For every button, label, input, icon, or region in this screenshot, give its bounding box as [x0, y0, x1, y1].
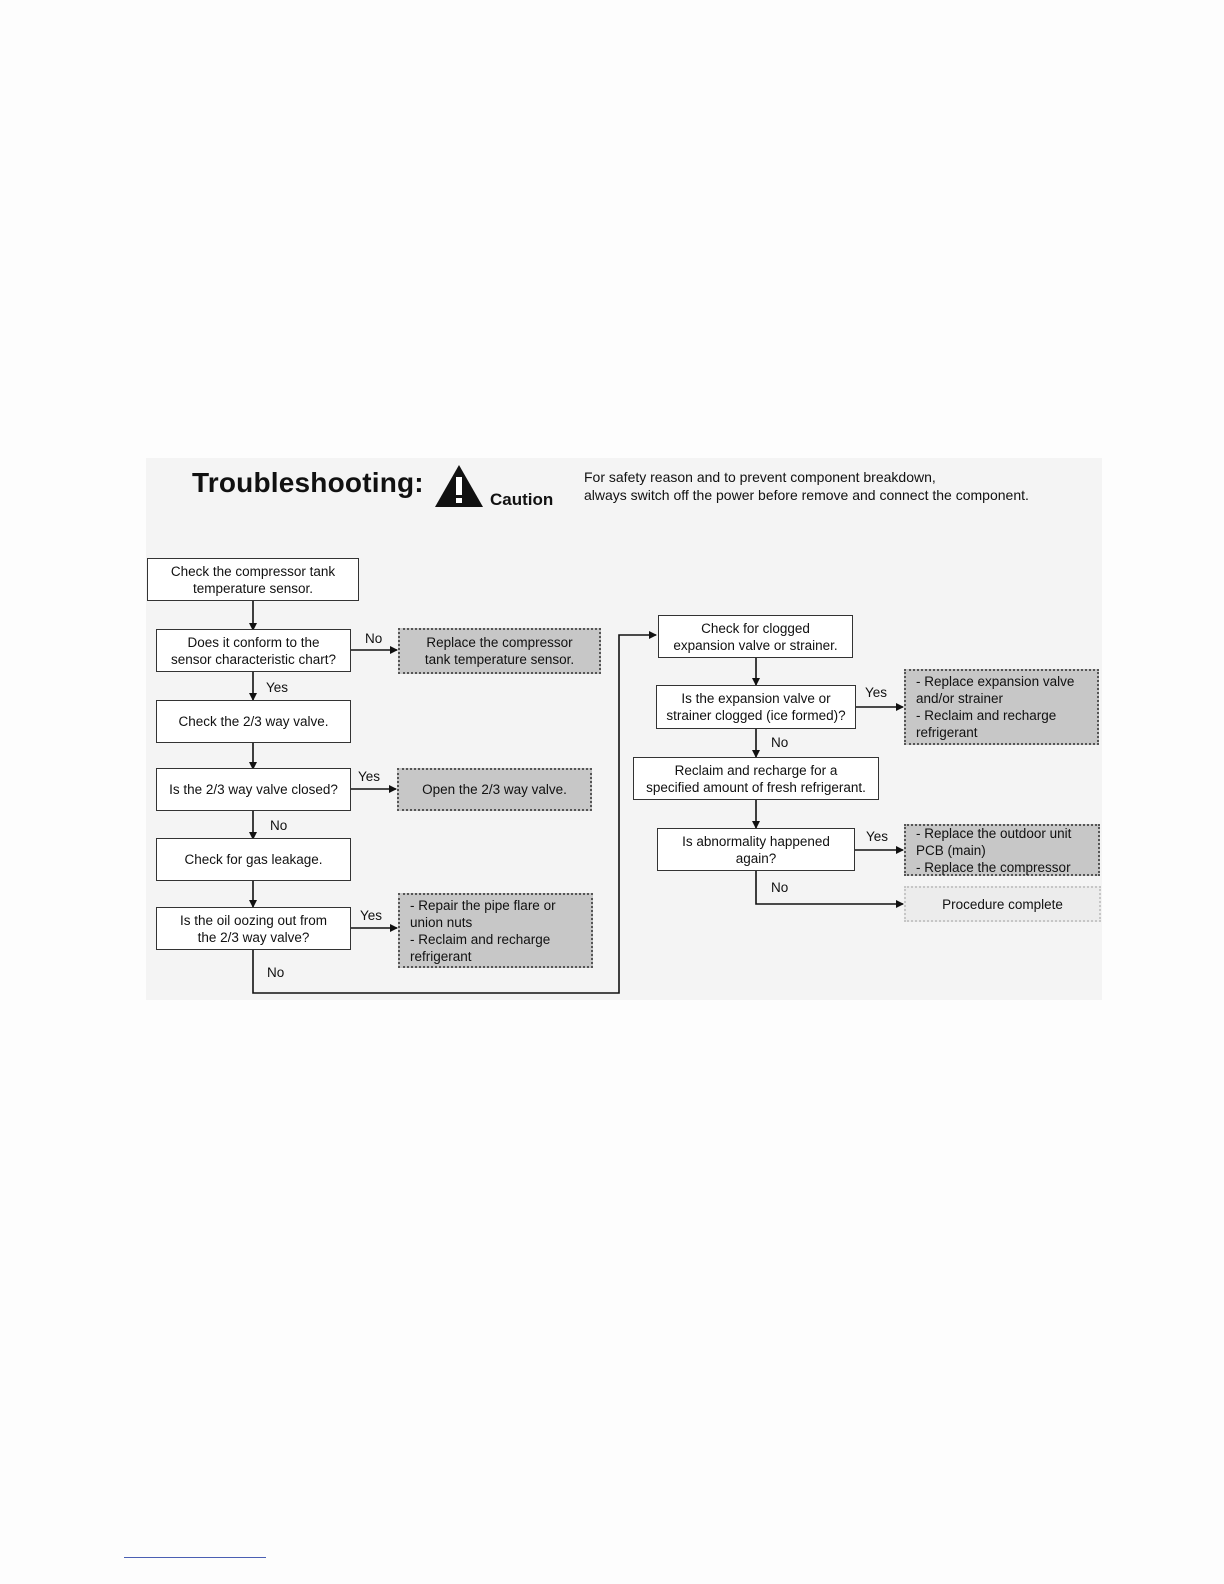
step-text: union nuts — [410, 914, 473, 930]
caution-label: Caution — [490, 490, 554, 509]
branch-label-no: No — [365, 631, 383, 646]
caution-text: For safety reason and to prevent compone… — [584, 468, 1104, 504]
connector — [755, 871, 904, 908]
caution-warning-icon — [435, 465, 483, 507]
branch-label-yes: Yes — [266, 680, 289, 695]
step-text: strainer clogged (ice formed)? — [666, 708, 846, 723]
step-check-sensor: Check the compressor tank temperature se… — [147, 558, 359, 601]
action-open-valve: Open the 2/3 way valve. — [397, 768, 592, 811]
action-replace-expansion: - Replace expansion valve and/or straine… — [904, 669, 1099, 745]
step-text: Open the 2/3 way valve. — [422, 782, 567, 797]
caution-text-line: always switch off the power before remov… — [584, 487, 1029, 503]
branch-label-yes: Yes — [866, 829, 889, 844]
step-text: Replace the compressor — [426, 635, 573, 650]
page-title: Troubleshooting: — [192, 467, 424, 498]
step-text: Check for clogged — [701, 620, 810, 636]
step-text: Is abnormality happened — [682, 833, 830, 849]
branch-label-no: No — [270, 818, 288, 833]
caution-text-line: For safety reason and to prevent compone… — [584, 469, 936, 485]
decision-oil-oozing: Is the oil oozing out from the 2/3 way v… — [156, 907, 351, 950]
step-text: - Replace expansion valve — [916, 674, 1075, 689]
step-check-clogged: Check for clogged expansion valve or str… — [658, 615, 853, 658]
action-replace-sensor: Replace the compressor tank temperature … — [398, 628, 601, 674]
step-text: Procedure complete — [942, 896, 1063, 912]
decision-conform-chart: Does it conform to the sensor characteri… — [156, 629, 351, 672]
step-text: - Replace the compressor — [916, 859, 1071, 875]
terminal-procedure-complete: Procedure complete — [904, 886, 1101, 922]
decision-valve-closed: Is the 2/3 way valve closed? — [156, 768, 351, 811]
connector — [252, 631, 657, 994]
action-repair-pipe: - Repair the pipe flare or union nuts - … — [398, 893, 593, 968]
step-text: expansion valve or strainer. — [673, 637, 838, 653]
step-text: again? — [735, 850, 777, 866]
action-replace-pcb: - Replace the outdoor unit PCB (main) - … — [904, 824, 1100, 876]
step-reclaim-recharge: Reclaim and recharge for a specified amo… — [633, 757, 879, 800]
branch-label-yes: Yes — [865, 685, 888, 700]
footnote-rule — [124, 1557, 266, 1558]
decision-abnormality-again: Is abnormality happened again? — [657, 828, 855, 871]
step-text: Is the 2/3 way valve closed? — [169, 782, 338, 797]
branch-label-no: No — [771, 735, 789, 750]
step-text: - Reclaim and recharge — [410, 931, 551, 947]
step-text: the 2/3 way valve? — [197, 929, 310, 945]
step-text: - Replace the outdoor unit — [916, 825, 1072, 841]
decision-expansion-clogged: Is the expansion valve or strainer clogg… — [656, 685, 856, 729]
step-text: refrigerant — [916, 725, 978, 740]
step-text: Does it conform to the — [187, 634, 320, 650]
step-text: PCB (main) — [916, 842, 986, 858]
step-text: refrigerant — [410, 948, 472, 964]
branch-label-no: No — [771, 880, 789, 895]
step-text: and/or strainer — [916, 691, 1004, 706]
step-text: Check the compressor tank — [170, 563, 336, 579]
step-text: tank temperature sensor. — [424, 652, 575, 667]
step-text: - Reclaim and recharge — [916, 708, 1057, 723]
step-text: Is the expansion valve or — [681, 691, 831, 706]
step-check-valve: Check the 2/3 way valve. — [156, 700, 351, 743]
step-text: Reclaim and recharge for a — [674, 762, 838, 778]
step-check-gas: Check for gas leakage. — [156, 838, 351, 881]
step-text: temperature sensor. — [192, 580, 314, 596]
step-text: - Repair the pipe flare or — [410, 897, 556, 913]
step-text: Check the 2/3 way valve. — [178, 714, 329, 729]
step-text: Check for gas leakage. — [184, 852, 323, 867]
step-text: sensor characteristic chart? — [170, 651, 337, 667]
branch-label-no: No — [267, 965, 285, 980]
step-text: specified amount of fresh refrigerant. — [646, 779, 866, 795]
step-text: Is the oil oozing out from — [179, 912, 328, 928]
branch-label-yes: Yes — [358, 769, 381, 784]
branch-label-yes: Yes — [360, 908, 383, 923]
